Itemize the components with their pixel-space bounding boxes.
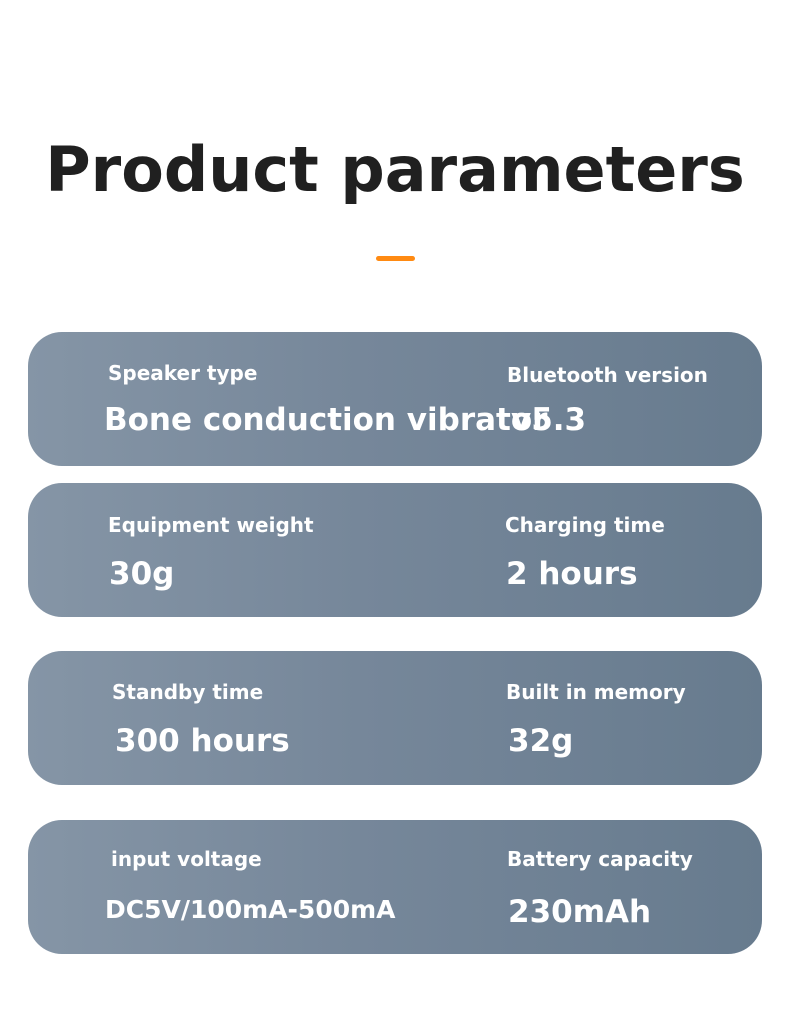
equipment-weight-value: 30g bbox=[109, 556, 175, 592]
built-in-memory-label: Built in memory bbox=[506, 680, 686, 704]
charging-time-label: Charging time bbox=[505, 513, 665, 537]
param-card-weight-charging: Equipment weight 30g Charging time 2 hou… bbox=[28, 483, 762, 617]
equipment-weight-label: Equipment weight bbox=[108, 513, 314, 537]
param-card-speaker-bluetooth: Speaker type Bone conduction vibrator Bl… bbox=[28, 332, 762, 466]
battery-capacity-value: 230mAh bbox=[508, 894, 652, 930]
speaker-type-label: Speaker type bbox=[108, 361, 258, 385]
standby-time-label: Standby time bbox=[112, 680, 264, 704]
standby-time-value: 300 hours bbox=[115, 723, 290, 759]
input-voltage-value: DC5V/100mA-500mA bbox=[105, 895, 396, 924]
battery-capacity-label: Battery capacity bbox=[507, 847, 693, 871]
charging-time-value: 2 hours bbox=[506, 556, 638, 592]
title-accent-divider bbox=[376, 256, 415, 261]
bluetooth-version-value: v5.3 bbox=[511, 402, 587, 438]
bluetooth-version-label: Bluetooth version bbox=[507, 363, 708, 387]
input-voltage-label: input voltage bbox=[111, 847, 262, 871]
param-card-voltage-battery: input voltage DC5V/100mA-500mA Battery c… bbox=[28, 820, 762, 954]
param-card-standby-memory: Standby time 300 hours Built in memory 3… bbox=[28, 651, 762, 785]
built-in-memory-value: 32g bbox=[508, 723, 574, 759]
page-title: Product parameters bbox=[45, 133, 745, 206]
speaker-type-value: Bone conduction vibrator bbox=[104, 402, 548, 438]
